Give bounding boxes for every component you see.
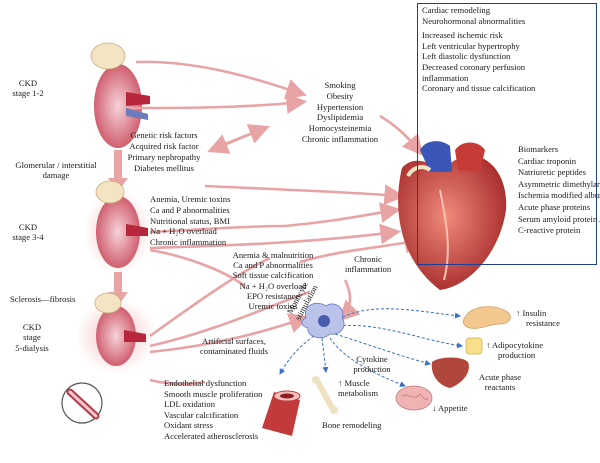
kidney-stage-5-icon	[76, 292, 156, 374]
appetite-label: ↓ Appetite	[432, 403, 468, 413]
kidney-stage-1-2-icon	[90, 42, 150, 148]
liver-icon	[431, 357, 469, 388]
artificial-surfaces-label: Artificial surfaces,contaminated fluids	[199, 336, 269, 357]
sclerosis-fibrosis-label: Sclerosis—fibrosis	[10, 294, 76, 304]
bone-remodeling-label: Bone remodeling	[322, 420, 382, 430]
bone-icon	[312, 376, 338, 414]
risk-flow-arrows	[129, 60, 426, 386]
blood-vessel-icon	[262, 390, 301, 436]
cardiac-outcomes-box	[417, 3, 597, 265]
dialysis-access-icon	[61, 382, 103, 424]
brain-icon	[395, 385, 433, 411]
adipocyte-icon	[465, 337, 483, 355]
cytokine-arrows	[279, 308, 463, 387]
monocyte-icon	[301, 302, 345, 339]
pancreas-icon	[463, 306, 511, 329]
kidney-stage-3-4-icon	[84, 180, 152, 274]
